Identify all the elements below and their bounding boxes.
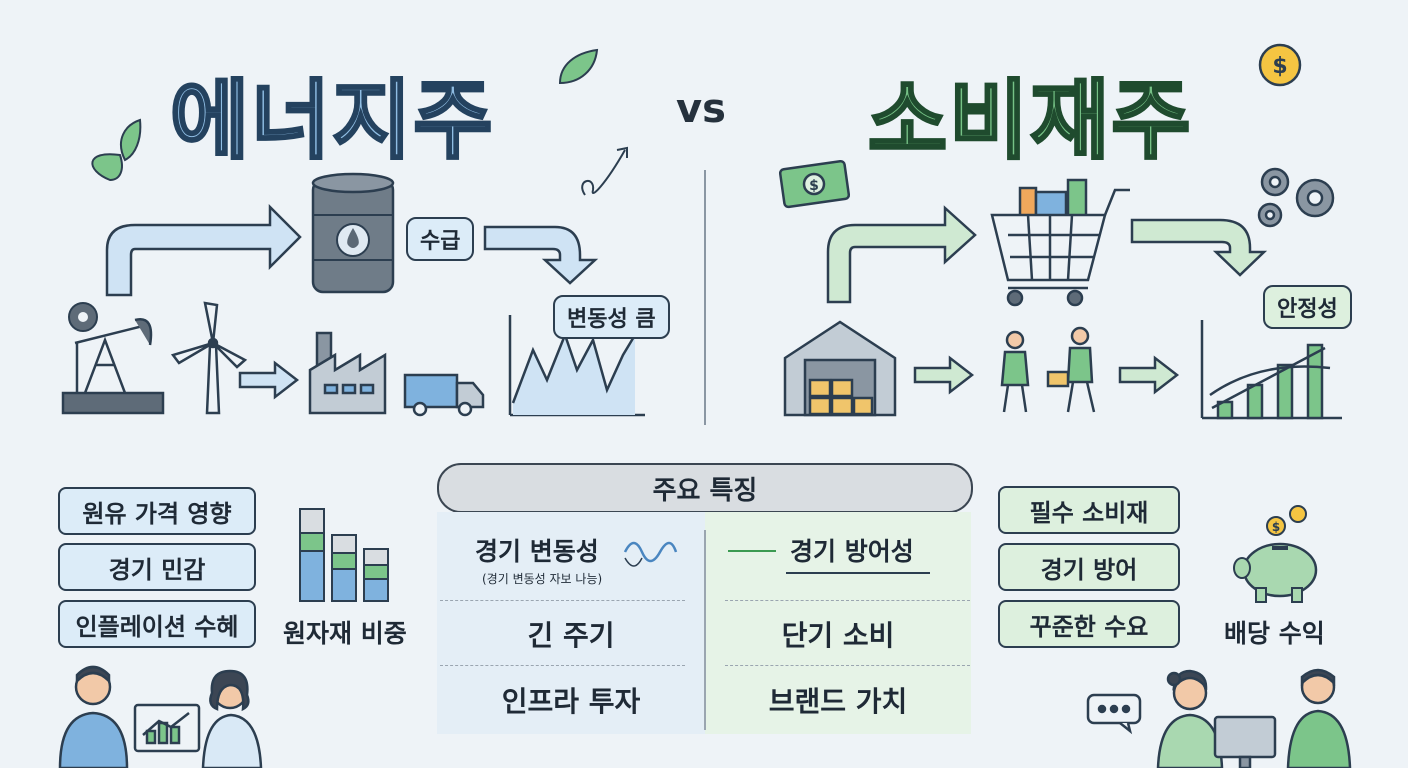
pill-essential-goods: 필수 소비재 — [998, 486, 1180, 534]
leaf-icon — [558, 48, 599, 85]
feature-left-row1: 경기 변동성 — [475, 537, 599, 566]
money-bill-icon: $ — [778, 159, 851, 209]
feature-right-row1: 경기 방어성 — [790, 537, 914, 566]
green-line-icon — [728, 550, 776, 552]
supply-demand-tag: 수급 — [406, 217, 475, 261]
doodle-icon — [581, 146, 628, 196]
high-volatility-tag: 변동성 큼 — [553, 295, 670, 339]
coin-icon: $ — [1258, 43, 1302, 87]
analysts-illustration — [58, 665, 263, 768]
features-heading: 주요 특징 — [437, 463, 973, 513]
row-separator — [440, 600, 685, 601]
wave-icon — [623, 541, 678, 567]
shoppers-icon — [1000, 326, 1096, 413]
svg-text:$: $ — [1272, 520, 1280, 534]
pill-oil-price: 원유 가격 영향 — [58, 487, 256, 535]
pill-defensive: 경기 방어 — [998, 543, 1180, 591]
row-separator — [440, 665, 685, 666]
growth-chart-icon — [1200, 320, 1342, 420]
wind-turbine-icon — [170, 301, 248, 415]
center-divider — [704, 170, 706, 425]
energy-title: 에너지주 — [168, 70, 495, 173]
svg-text:$: $ — [1272, 54, 1287, 79]
gear-icon — [68, 302, 98, 332]
pill-economy-sensitive: 경기 민감 — [58, 543, 256, 591]
pill-steady-demand: 꾸준한 수요 — [998, 600, 1180, 648]
feature-left-row2: 긴 주기 — [527, 619, 615, 652]
oil-barrel-icon — [311, 172, 395, 294]
raw-material-chart-icon — [299, 508, 389, 602]
volatility-chart-icon — [508, 315, 645, 417]
clerks-illustration — [1086, 668, 1352, 768]
feature-left-row3: 인프라 투자 — [501, 685, 641, 718]
energy-diagram — [61, 172, 645, 417]
consumer-diagram: $ — [778, 159, 1342, 420]
pill-inflation-benefit: 인플레이션 수혜 — [58, 600, 256, 648]
feature-right-row2: 단기 소비 — [781, 619, 895, 652]
features-right-panel — [705, 512, 971, 734]
consumer-title: 소비재주 — [866, 70, 1193, 173]
row-separator — [725, 665, 970, 666]
vs-label: vs — [676, 86, 726, 132]
feature-left-row1-sub: (경기 변동성 자보 나능) — [482, 572, 603, 586]
stability-tag: 안정성 — [1263, 285, 1352, 329]
truck-icon — [403, 373, 485, 417]
shopping-cart-icon — [990, 178, 1130, 307]
row-separator — [725, 600, 970, 601]
gears-icon — [1257, 167, 1335, 228]
underline — [786, 572, 930, 574]
leaf-icon — [91, 118, 142, 182]
pumpjack-icon — [61, 318, 165, 415]
raw-material-label: 원자재 비중 — [283, 619, 407, 648]
svg-text:$: $ — [809, 178, 819, 194]
dividend-label: 배당 수익 — [1224, 619, 1325, 648]
piggy-bank-icon: $ — [1233, 505, 1318, 603]
factory-icon — [308, 331, 387, 415]
feature-right-row3: 브랜드 가치 — [768, 685, 908, 718]
features-divider — [704, 530, 706, 730]
warehouse-icon — [783, 320, 897, 417]
